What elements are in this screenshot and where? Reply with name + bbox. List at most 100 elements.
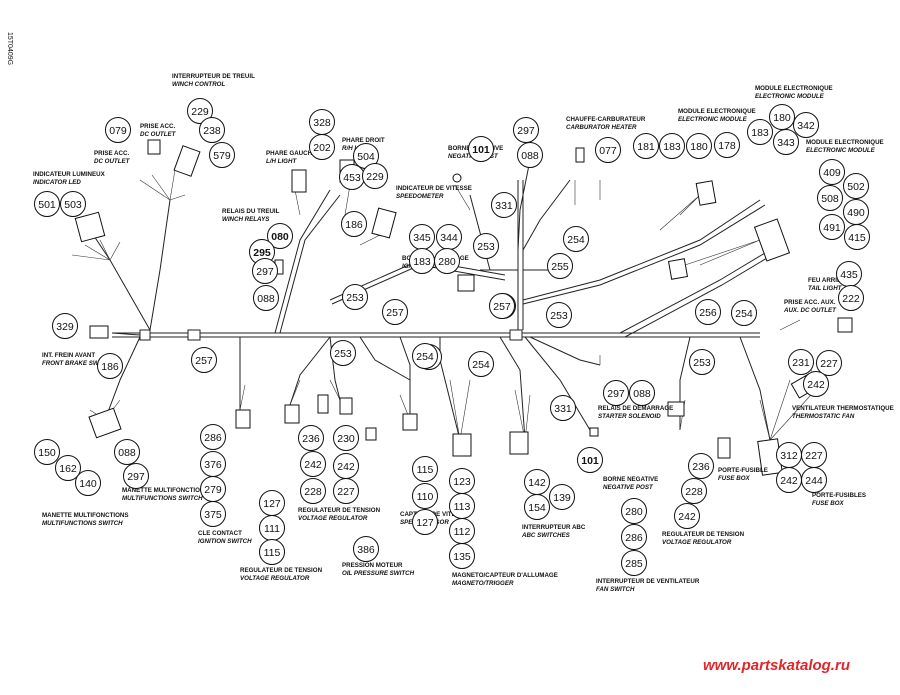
callout-181: 181: [633, 133, 659, 159]
callout-number: 345: [413, 232, 431, 244]
callout-circle: [491, 192, 517, 218]
label-winch-relays-fr: RELAIS DU TREUIL: [222, 208, 280, 215]
callout-circle: [52, 313, 78, 339]
callout-circle: [309, 134, 335, 160]
callout-312: 312: [776, 442, 802, 468]
callout-088: 088: [629, 380, 655, 406]
callout-number: 331: [495, 200, 513, 212]
callout-236: 236: [298, 425, 324, 451]
callout-circle: [60, 191, 86, 217]
callout-254: 254: [468, 351, 494, 377]
label-winch-control-fr: INTERRUPTEUR DE TREUIL: [172, 73, 255, 80]
callout-number: 080: [271, 231, 289, 243]
callout-285: 285: [621, 550, 647, 576]
callout-circle: [577, 447, 603, 473]
callout-circle: [621, 498, 647, 524]
callout-number: 415: [848, 232, 866, 244]
callout-409: 409: [819, 159, 845, 185]
callout-501: 501: [34, 191, 60, 217]
callout-circle: [353, 536, 379, 562]
label-tail-light-fr: FEU ARRIERE: [808, 277, 850, 284]
callout-circle: [330, 340, 356, 366]
label-dc-outlet-en: DC OUTLET: [140, 131, 177, 138]
label-oil-pressure-switch-en: OIL PRESSURE SWITCH: [342, 570, 415, 577]
callout-circle: [549, 484, 575, 510]
callout-number: 186: [345, 219, 363, 231]
callout-154: 154: [524, 494, 550, 520]
label-electronic-module-1-fr: MODULE ELECTRONIQUE: [678, 108, 756, 115]
callout-number: 229: [366, 171, 384, 183]
callout-number: 127: [263, 498, 281, 510]
callout-number: 342: [797, 120, 815, 132]
callout-number: 579: [213, 150, 231, 162]
callout-number: 254: [416, 351, 434, 363]
callout-number: 312: [780, 450, 798, 462]
callout-circle: [563, 226, 589, 252]
callout-number: 183: [413, 256, 431, 268]
callout-number: 088: [118, 447, 136, 459]
callout-number: 297: [607, 388, 625, 400]
callout-circle: [252, 258, 278, 284]
callout-286: 286: [621, 524, 647, 550]
callout-331: 331: [491, 192, 517, 218]
callout-circle: [629, 380, 655, 406]
callout-circle: [773, 129, 799, 155]
label-fuse-box-1-fr: PORTE-FUSIBLE: [718, 467, 768, 474]
callout-number: 227: [820, 358, 838, 370]
label-carburator-heater-en: CARBURATOR HEATER: [566, 124, 637, 131]
callout-circle: [97, 353, 123, 379]
callout-180: 180: [769, 104, 795, 130]
callout-115: 115: [259, 539, 285, 565]
callout-circle: [595, 137, 621, 163]
callout-number: 238: [203, 125, 221, 137]
callout-number: 229: [191, 106, 209, 118]
label-oil-pressure-switch-fr: PRESSION MOTEUR: [342, 562, 403, 569]
callout-number: 236: [692, 461, 710, 473]
callout-242: 242: [300, 451, 326, 477]
callout-circle: [123, 463, 149, 489]
label-voltage-regulator-1-fr: REGULATEUR DE TENSION: [298, 507, 381, 514]
callout-circle: [267, 223, 293, 249]
callout-circle: [731, 300, 757, 326]
callout-number: 222: [842, 293, 860, 305]
label-starter-solenoid-fr: RELAIS DE DEMARRAGE: [598, 405, 673, 412]
callout-183: 183: [659, 133, 685, 159]
callout-number: 375: [204, 509, 222, 521]
callout-circle: [300, 451, 326, 477]
label-voltage-regulator-2-en: VOLTAGE REGULATOR: [240, 575, 310, 582]
callout-circle: [793, 112, 819, 138]
callout-376: 376: [200, 451, 226, 477]
callout-328: 328: [309, 109, 335, 135]
label-multifunctions-switch-1-fr: MANETTE MULTIFONCTIONS: [122, 487, 209, 494]
callout-number: 127: [416, 517, 434, 529]
callout-number: 111: [264, 523, 280, 535]
callout-345: 345: [409, 224, 435, 250]
callout-circle: [747, 119, 773, 145]
label-front-brake-switch-fr: INT. FREIN AVANT: [42, 352, 95, 359]
callout-228: 228: [300, 478, 326, 504]
callout-123: 123: [449, 468, 475, 494]
callout-number: 113: [454, 501, 471, 513]
callout-circle: [517, 142, 543, 168]
callout-230: 230: [333, 425, 359, 451]
callout-number: 491: [823, 222, 841, 234]
callout-number: 180: [690, 141, 708, 153]
callout-101: 101: [468, 136, 494, 162]
callout-number: 343: [777, 137, 795, 149]
callout-228: 228: [681, 478, 707, 504]
label-front-brake-switch-en: FRONT BRAKE SWITCH: [42, 360, 114, 367]
callout-number: 453: [343, 172, 361, 184]
callout-222: 222: [838, 285, 864, 311]
callout-circle: [253, 285, 279, 311]
callout-number: 386: [357, 544, 375, 556]
callout-circle: [114, 439, 140, 465]
label-speedometer-fr: INDICATEUR DE VITESSE: [396, 185, 472, 192]
callout-number: 280: [625, 506, 643, 518]
callout-242: 242: [333, 453, 359, 479]
callout-number: 236: [302, 433, 320, 445]
callout-number: 253: [693, 357, 711, 369]
callout-circle: [513, 117, 539, 143]
callout-number: 142: [528, 477, 546, 489]
callout-number: 286: [204, 432, 222, 444]
